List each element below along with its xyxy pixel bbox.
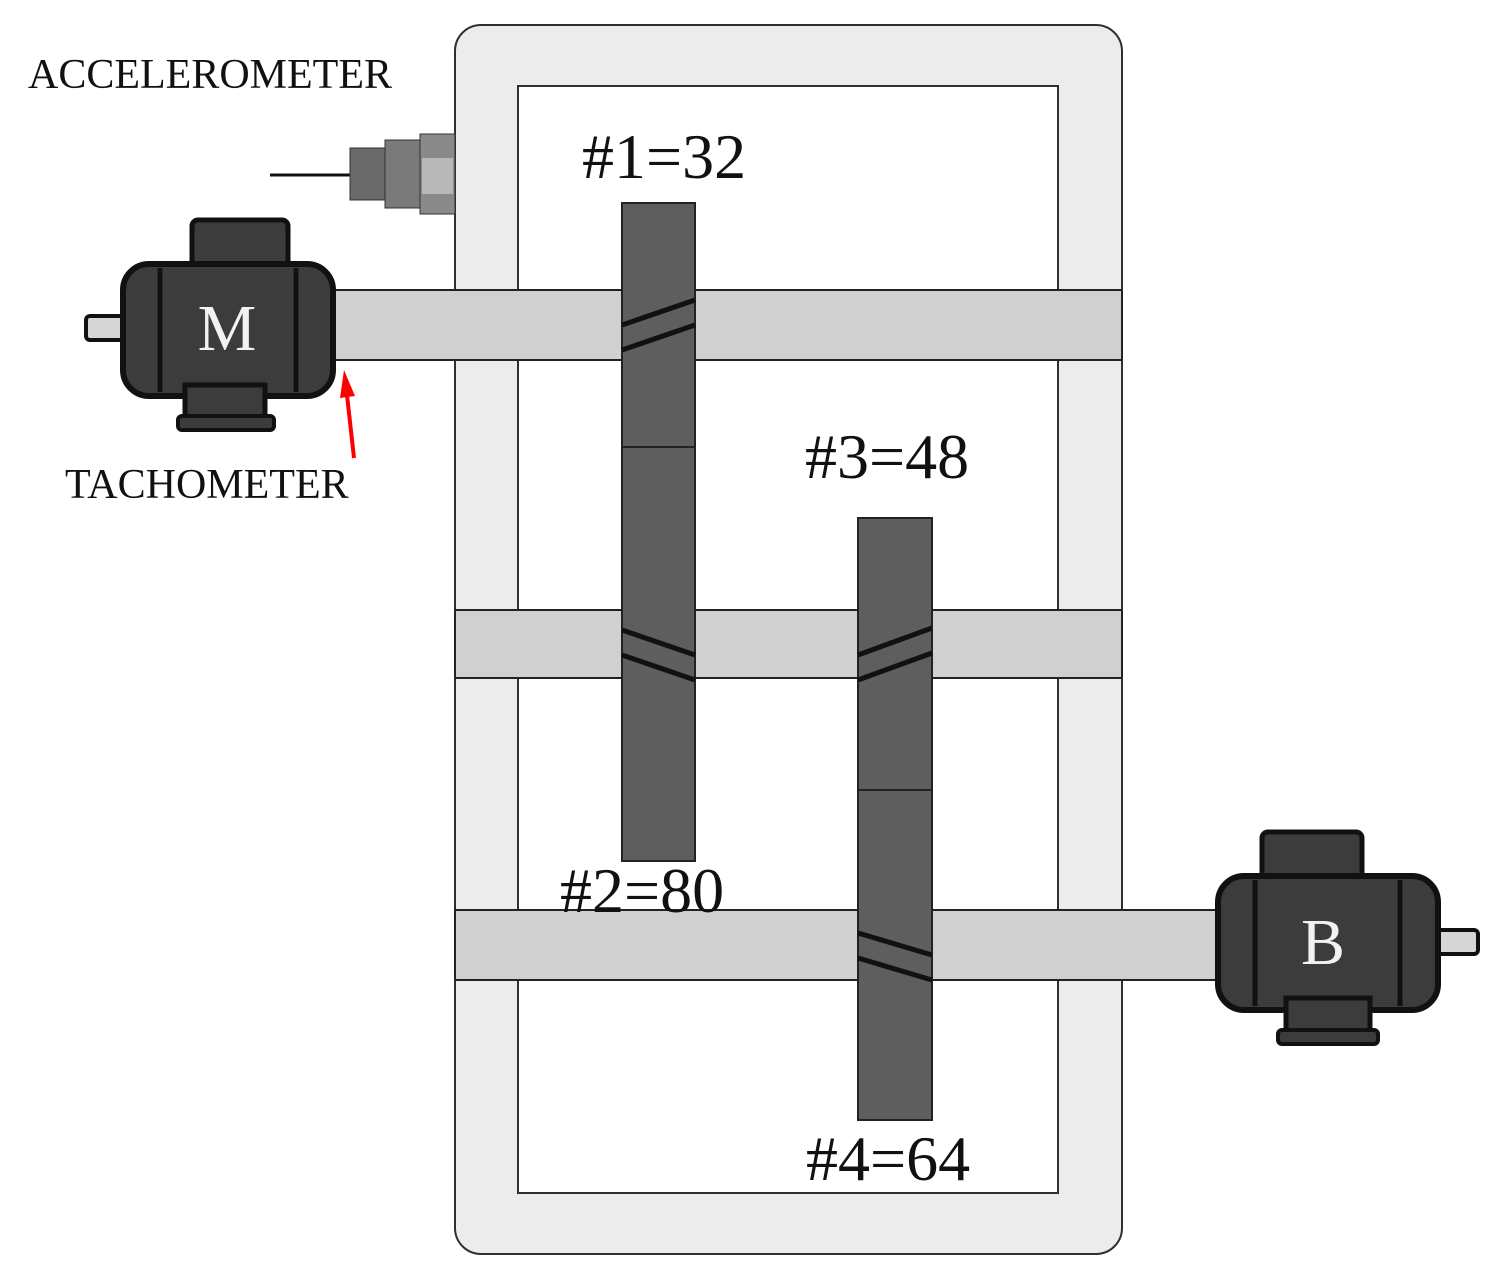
drive-motor-icon: M — [84, 217, 336, 432]
input-shaft — [329, 289, 1123, 361]
brake-motor-icon: B — [1215, 829, 1480, 1046]
arrow-up-icon — [340, 370, 356, 459]
gear-3 — [857, 517, 933, 791]
gear-2-label: #2=80 — [560, 855, 724, 926]
gear-4 — [857, 789, 933, 1121]
motor-m-label: M — [198, 292, 257, 365]
gear-1-label: #1=32 — [582, 121, 746, 192]
accelerometer-sensor-icon — [270, 133, 456, 215]
tachometer-label: TACHOMETER — [65, 462, 349, 508]
shafts — [329, 289, 1224, 981]
output-shaft — [454, 909, 1224, 981]
gear-4-label: #4=64 — [806, 1123, 970, 1194]
gear-3-label: #3=48 — [805, 421, 969, 492]
gear-2 — [621, 446, 696, 862]
intermediate-shaft — [454, 609, 1123, 679]
accelerometer-label: ACCELEROMETER — [28, 52, 392, 98]
gear-1 — [621, 202, 696, 448]
motor-b-label: B — [1301, 906, 1345, 979]
